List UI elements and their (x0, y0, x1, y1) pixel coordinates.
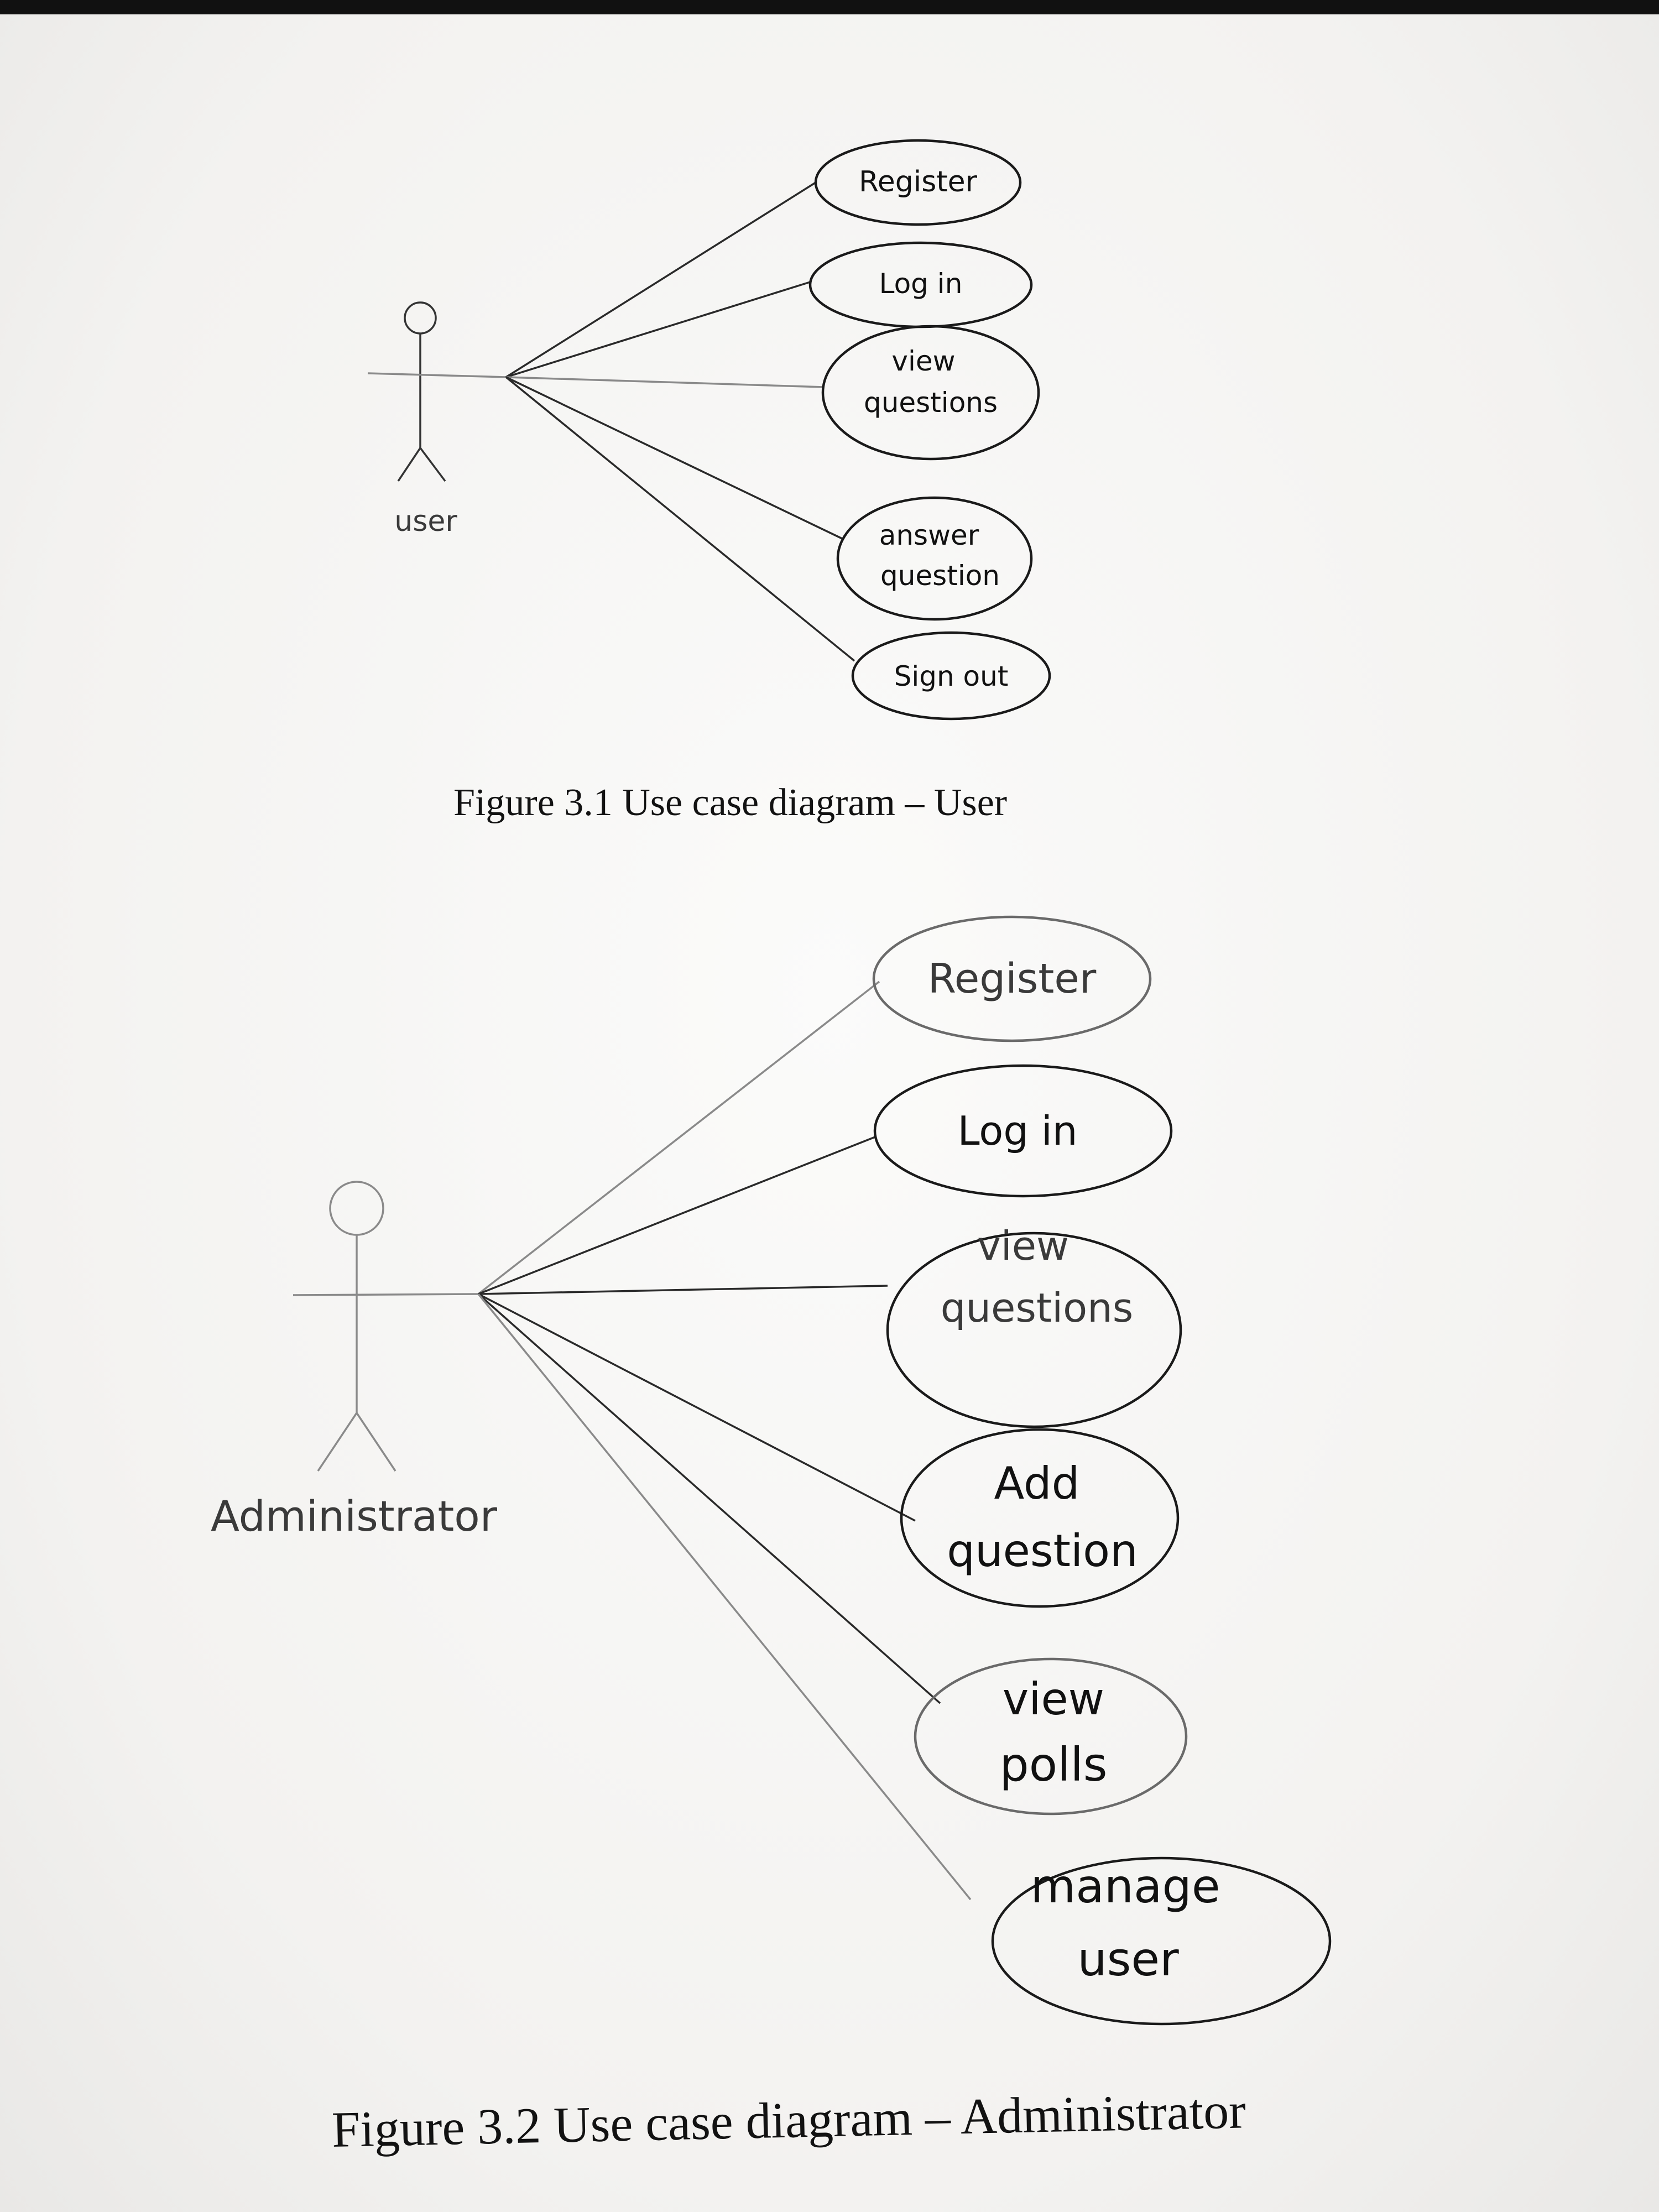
actor-administrator-left-leg (317, 1412, 358, 1472)
usecase-admin-manage-user: manage user (991, 1856, 1332, 2026)
usecase-admin-add-question-line2: question (947, 1525, 1138, 1577)
usecase-user-view-questions-line2: questions (864, 387, 998, 419)
usecase-user-register: Register (814, 139, 1022, 226)
usecase-user-register-ellipse (814, 139, 1022, 226)
assoc-user-register (505, 181, 816, 378)
usecase-admin-view-questions-line2: questions (941, 1285, 1134, 1331)
usecase-admin-login-label: Log in (957, 1108, 1077, 1154)
actor-user-left-leg (397, 447, 421, 482)
usecase-admin-register-ellipse (872, 915, 1152, 1042)
assoc-admin-add-question (478, 1293, 916, 1522)
actor-administrator-label: Administrator (211, 1491, 498, 1541)
usecase-admin-manage-user-line1: manage (1030, 1859, 1220, 1913)
usecase-user-register-label: Register (859, 165, 978, 199)
actor-administrator-figure (293, 1181, 479, 1472)
assoc-user-sign-out (505, 376, 855, 662)
usecase-user-view-questions-line1: view (891, 345, 955, 377)
assoc-admin-register (477, 980, 880, 1295)
usecase-admin-register-label: Register (928, 955, 1097, 1003)
assoc-user-answer-question (505, 376, 844, 540)
usecase-admin-manage-user-ellipse (991, 1856, 1332, 2026)
usecase-user-login: Log in (808, 241, 1033, 328)
usecase-admin-view-polls: view polls (914, 1657, 1188, 1815)
usecase-user-answer-question: answer question (836, 496, 1033, 621)
actor-administrator-arms (293, 1293, 479, 1296)
usecase-user-login-label: Log in (879, 268, 963, 300)
usecase-admin-add-question-line1: Add (994, 1458, 1080, 1509)
actor-user-head (404, 301, 437, 335)
usecase-admin-view-polls-line1: view (1003, 1673, 1104, 1725)
usecase-user-answer-question-line2: question (880, 560, 1000, 592)
usecase-admin-view-polls-line2: polls (999, 1738, 1107, 1792)
usecase-user-answer-question-line1: answer (879, 519, 979, 551)
usecase-admin-view-polls-ellipse (914, 1657, 1188, 1815)
usecase-admin-view-questions-ellipse (886, 1232, 1182, 1428)
usecase-admin-view-questions-line1: view (977, 1223, 1069, 1269)
actor-user-figure (367, 301, 507, 482)
diagram-user: user Register Log in view questions (367, 139, 1051, 721)
usecase-admin-register: Register (872, 915, 1152, 1042)
assoc-admin-view-questions (478, 1285, 888, 1295)
usecase-admin-manage-user-line2: user (1077, 1932, 1179, 1986)
actor-user-arms (367, 372, 507, 378)
assoc-admin-manage-user (477, 1293, 972, 1901)
usecase-user-sign-out-label: Sign out (894, 660, 1009, 692)
usecase-user-answer-question-ellipse (836, 496, 1033, 621)
usecase-admin-add-question: Add question (900, 1428, 1180, 1608)
diagram-administrator: Administrator Register Log in view quest… (211, 915, 1332, 2026)
usecase-admin-view-questions: view questions (886, 1223, 1182, 1428)
usecase-admin-add-question-ellipse (900, 1428, 1180, 1608)
assoc-user-view-questions (505, 376, 825, 388)
actor-user-label: user (394, 505, 457, 538)
usecase-user-view-questions-ellipse (821, 325, 1040, 461)
actor-administrator-head (329, 1181, 384, 1236)
usecase-admin-login: Log in (873, 1064, 1173, 1198)
usecase-user-view-questions: view questions (821, 325, 1040, 461)
actor-user-right-leg (419, 447, 446, 482)
scan-top-edge (0, 0, 1659, 14)
assoc-admin-login (478, 1135, 877, 1295)
assoc-admin-view-polls (477, 1293, 941, 1704)
figure-caption-user: Figure 3.1 Use case diagram – User (453, 781, 1008, 824)
usecase-admin-login-ellipse (873, 1064, 1173, 1198)
actor-administrator-right-leg (356, 1412, 397, 1472)
assoc-user-login (505, 281, 811, 378)
usecase-user-sign-out-ellipse (851, 631, 1051, 721)
usecase-user-sign-out: Sign out (851, 631, 1051, 721)
